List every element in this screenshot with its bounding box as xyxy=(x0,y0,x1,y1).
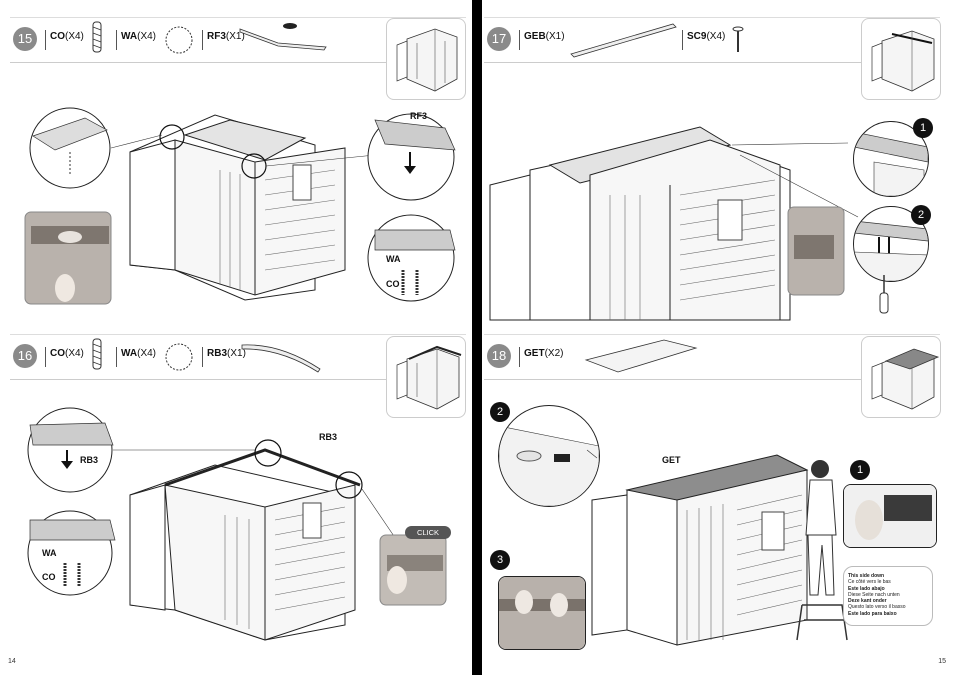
detail-photo-1 xyxy=(843,484,937,548)
note-line: Ce côté vers le bas xyxy=(848,579,891,586)
step-18-bubble-2: 2 xyxy=(490,402,510,422)
callout-rf3: RF3 xyxy=(410,111,428,121)
callout-co: CO xyxy=(42,572,56,582)
step-18-bubble-3: 3 xyxy=(490,550,510,570)
step-17-shed-drawing xyxy=(489,126,859,321)
note-line: Deze kant onder xyxy=(848,598,887,605)
click-tag: CLICK xyxy=(405,526,451,539)
note-line: Questo lato verso il basso xyxy=(848,604,906,611)
page-spine xyxy=(472,0,482,675)
screw-anchor-icon xyxy=(92,21,102,53)
part-wa: WA(X4) xyxy=(121,31,157,42)
part-wa: WA(X4) xyxy=(121,348,157,359)
page-right: 17 GEB(X1) SC9(X4) 1 2 18 xyxy=(482,0,954,675)
step-15-shed-drawing xyxy=(24,107,456,305)
washer-icon xyxy=(165,343,193,371)
step-17-bubble-2: 2 xyxy=(911,205,931,225)
washer-icon xyxy=(165,26,193,54)
detail-circle-1 xyxy=(853,121,929,197)
step-number: 18 xyxy=(487,344,511,368)
part-rb3: RB3(X1) xyxy=(207,348,246,359)
screw-anchor-icon xyxy=(92,338,102,370)
step-18-shed-drawing xyxy=(586,449,809,646)
callout-wa: WA xyxy=(386,254,401,264)
detail-circle-roof-edge xyxy=(498,405,600,507)
part-rf3: RF3(X1) xyxy=(207,31,245,42)
detail-photo-3 xyxy=(498,576,586,650)
screwdriver-icon xyxy=(879,275,889,314)
screw-icon xyxy=(732,26,744,52)
roof-panel-part-icon xyxy=(584,339,698,373)
callout-rb3-detail: RB3 xyxy=(80,455,99,465)
step-17-thumbnail xyxy=(861,18,941,100)
roof-beam-part-icon xyxy=(239,23,327,51)
step-number: 15 xyxy=(13,27,37,51)
part-co: CO(X4) xyxy=(50,348,84,359)
step-18-thumbnail xyxy=(861,336,941,418)
part-get: GET(X2) xyxy=(524,348,564,359)
step-18-bubble-1: 1 xyxy=(850,460,870,480)
callout-get: GET xyxy=(662,455,681,465)
callout-rb3-top: RB3 xyxy=(319,432,338,442)
step-number: 16 xyxy=(13,344,37,368)
note-line: This side down xyxy=(848,573,885,579)
note-line: Diese Seite nach unten xyxy=(848,591,900,598)
note-line: Este lado abajo xyxy=(848,585,885,592)
step-17-bubble-1: 1 xyxy=(913,118,933,138)
orientation-note: This side down Ce côté vers le bas Este … xyxy=(843,566,933,626)
step-15-thumbnail xyxy=(386,18,466,100)
page-number: 15 xyxy=(938,658,946,665)
step-16-shed-drawing xyxy=(27,407,447,641)
person-on-ladder xyxy=(796,460,848,641)
part-geb: GEB(X1) xyxy=(524,31,565,42)
part-co: CO(X4) xyxy=(50,31,84,42)
page-left: 15 CO(X4) WA(X4) RF3(X1) xyxy=(0,0,472,675)
callout-co: CO xyxy=(386,279,400,289)
gable-beam-part-icon xyxy=(570,23,677,58)
page-number: 14 xyxy=(8,658,16,665)
step-16-thumbnail xyxy=(386,336,466,418)
note-line: Este lado para baixo xyxy=(848,610,897,617)
roof-beam-part-icon xyxy=(241,344,321,373)
step-number: 17 xyxy=(487,27,511,51)
part-sc9: SC9(X4) xyxy=(687,31,726,42)
callout-wa: WA xyxy=(42,548,57,558)
